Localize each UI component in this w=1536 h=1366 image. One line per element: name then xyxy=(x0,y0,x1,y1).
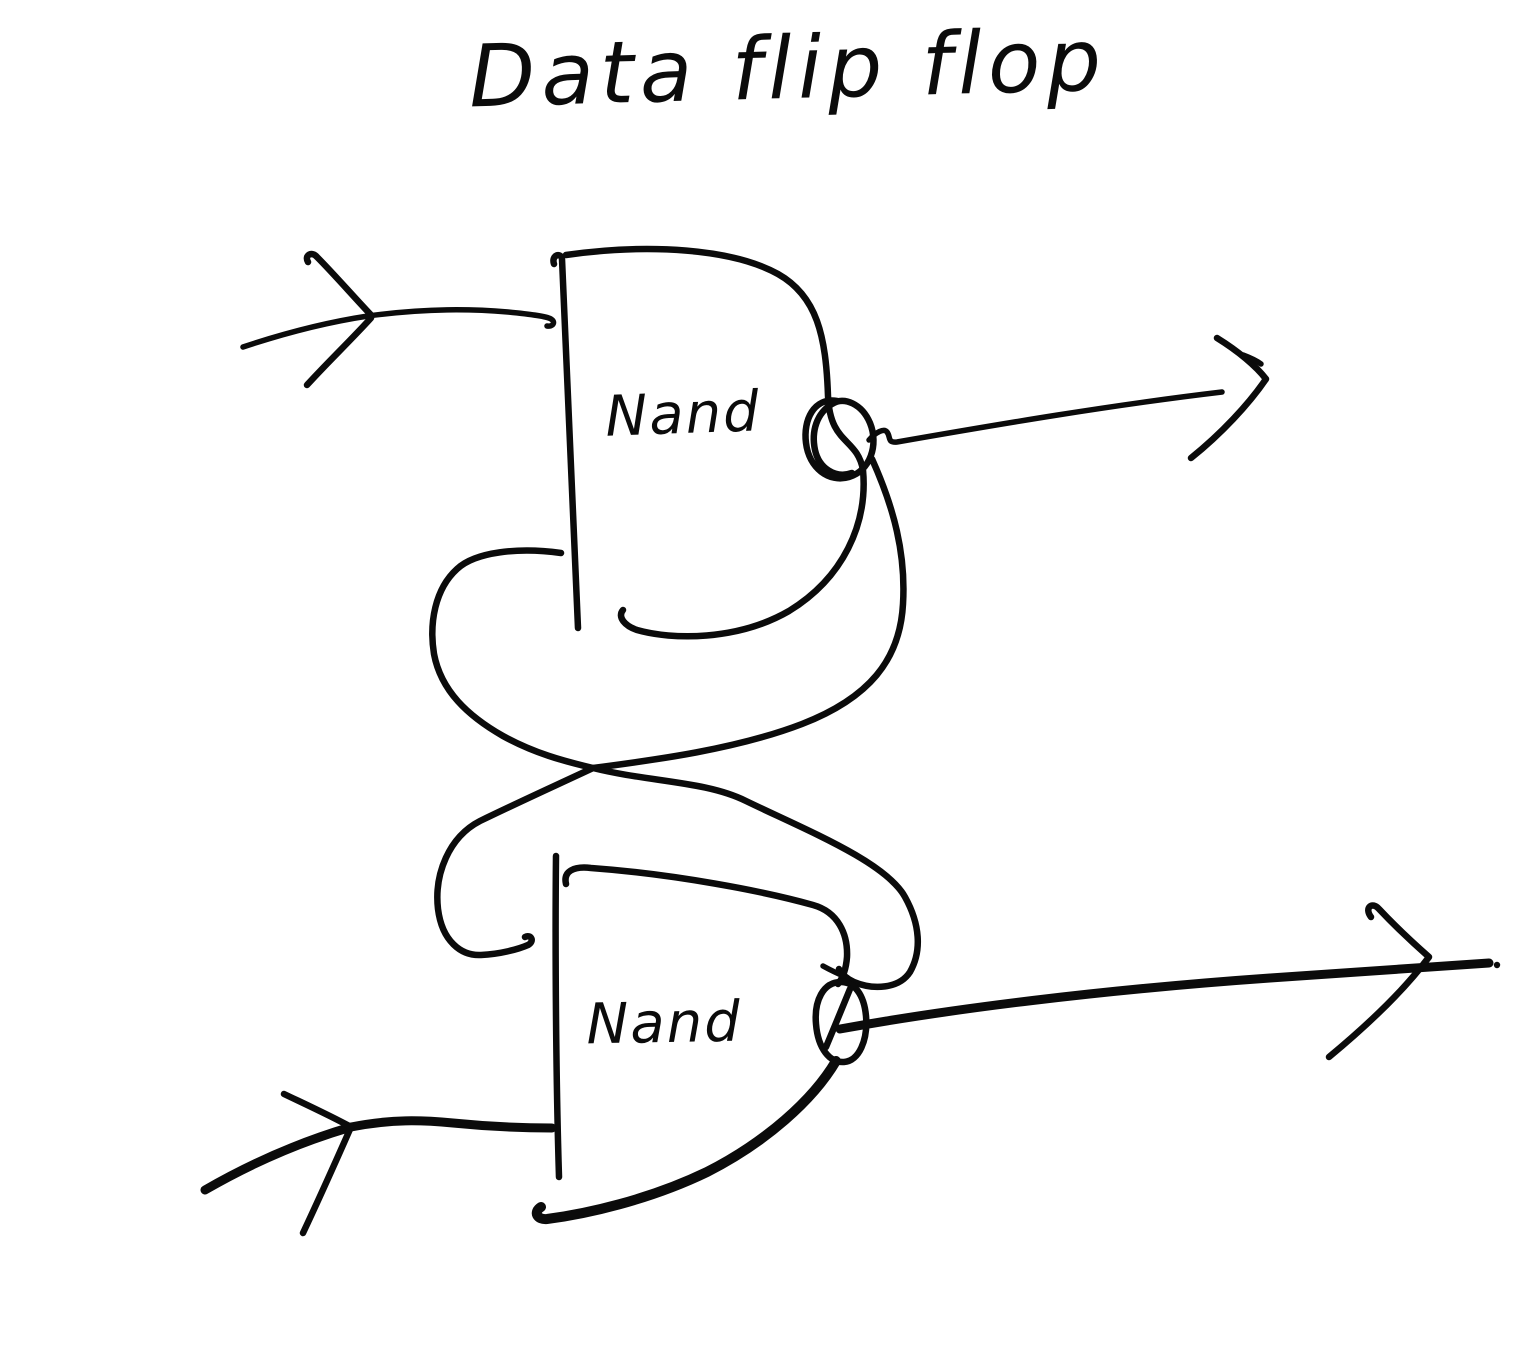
top-output-arrow xyxy=(866,334,1270,462)
bottom-nand-gate: Nand xyxy=(531,852,870,1225)
bottom-nand-bubble-slash xyxy=(822,985,854,1051)
bottom-nand-bottom-outline xyxy=(531,1056,841,1225)
top-input-arrowhead-icon xyxy=(303,250,375,389)
bottom-nand-left-edge xyxy=(552,852,563,1181)
bottom-nand-label: Nand xyxy=(586,990,742,1058)
feedback-wire-bottom-output-to-top-input xyxy=(429,547,921,990)
bottom-output-wire-end-dot xyxy=(1493,961,1501,969)
top-nand-gate: Nand xyxy=(550,245,877,640)
bottom-input-wire xyxy=(200,1116,557,1195)
top-input-wire xyxy=(240,307,557,350)
bottom-nand-top-outline xyxy=(562,864,851,988)
feedback-wire-end-tick xyxy=(820,963,851,981)
top-nand-label: Nand xyxy=(604,379,761,449)
top-output-wire xyxy=(866,389,1225,445)
cross-coupled-feedback-wires xyxy=(429,455,921,990)
top-output-arrowhead-icon xyxy=(1187,334,1270,462)
bottom-input-arrow xyxy=(200,1090,557,1237)
bottom-output-arrowhead-icon xyxy=(1325,902,1433,1061)
page-title: Data flip flop xyxy=(468,11,1108,128)
feedback-wire-top-output-to-bottom-input xyxy=(434,455,907,959)
top-nand-body-outline xyxy=(562,245,867,640)
top-nand-inversion-bubble-icon xyxy=(802,397,877,482)
bottom-output-wire xyxy=(835,958,1494,1034)
top-output-arrowhead-dash xyxy=(1240,352,1264,367)
bottom-input-arrowhead-icon xyxy=(280,1090,355,1237)
top-input-arrow xyxy=(240,250,557,389)
top-nand-left-edge xyxy=(550,251,582,632)
bottom-output-arrow xyxy=(835,902,1501,1061)
bottom-nand-inversion-bubble-icon xyxy=(812,978,870,1066)
